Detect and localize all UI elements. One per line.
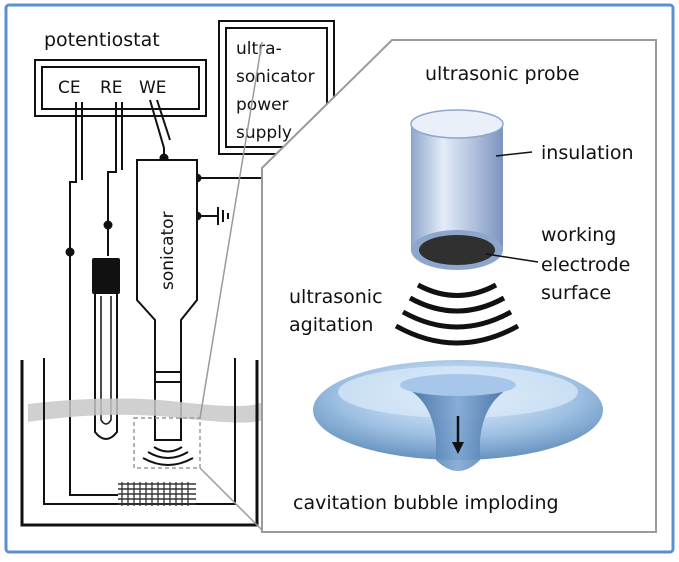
ce-junction bbox=[65, 247, 75, 257]
power-supply-line-4: supply bbox=[236, 123, 292, 143]
ultrasonic-label: ultrasonic bbox=[289, 286, 383, 308]
re-junction bbox=[103, 220, 113, 230]
ground-icon bbox=[197, 207, 229, 225]
re-label: RE bbox=[100, 78, 123, 98]
counter-electrode-mesh bbox=[118, 483, 196, 505]
sonicator-body bbox=[136, 159, 198, 441]
reference-electrode-cap bbox=[92, 258, 120, 294]
working-electrode-disc bbox=[419, 235, 495, 265]
sonicator-label: sonicator bbox=[158, 211, 178, 290]
agitation-label: agitation bbox=[289, 314, 373, 336]
working-label: working bbox=[541, 224, 616, 246]
ultrasonic-wave-arcs bbox=[394, 282, 520, 346]
electrode-label: electrode bbox=[541, 254, 630, 276]
power-supply-line-2: sonicator bbox=[236, 67, 315, 87]
potentiostat-label: potentiostat bbox=[44, 29, 160, 51]
reference-electrode-body bbox=[94, 294, 118, 440]
surface-label: surface bbox=[541, 282, 611, 304]
power-supply-line-3: power bbox=[236, 95, 289, 115]
small-wave-arcs bbox=[142, 446, 194, 466]
solution-level bbox=[28, 398, 262, 423]
power-supply-line-1: ultra- bbox=[236, 39, 282, 59]
ce-label: CE bbox=[58, 78, 81, 98]
zoom-region-box bbox=[133, 417, 201, 469]
cavitation-label: cavitation bubble imploding bbox=[293, 492, 559, 514]
cavitation-bubble bbox=[313, 360, 603, 471]
ultrasonic-probe-label: ultrasonic probe bbox=[425, 63, 579, 85]
beaker bbox=[20, 360, 259, 527]
we-label: WE bbox=[139, 78, 167, 98]
insulation-label: insulation bbox=[541, 142, 634, 164]
arrow-down-icon bbox=[452, 442, 464, 454]
ultrasonic-probe bbox=[410, 109, 504, 270]
